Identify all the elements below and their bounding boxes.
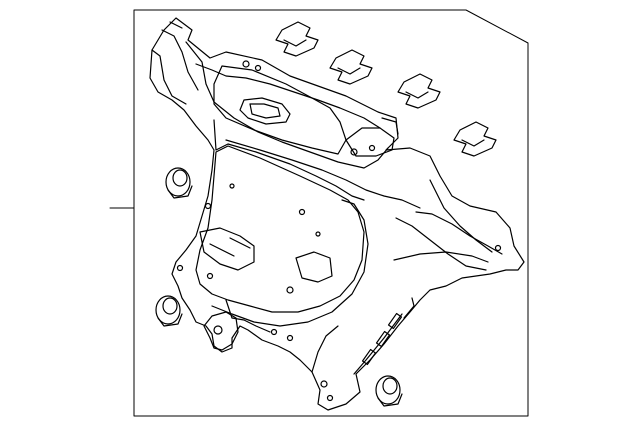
retaining-clip — [330, 50, 372, 84]
grommet — [166, 168, 192, 198]
panel-inner-cavity — [196, 146, 364, 312]
panel-outline — [150, 18, 524, 410]
diagram-frame — [134, 10, 528, 416]
lower-bracket-tab — [204, 312, 238, 350]
retaining-clip — [276, 22, 318, 56]
grommet — [156, 296, 182, 326]
quarter-panel-inner — [150, 18, 524, 410]
retaining-clip — [454, 122, 496, 156]
wheel-arch-edge — [212, 200, 368, 326]
grommet — [376, 376, 402, 406]
retaining-clip — [398, 74, 440, 108]
panel-top-flange — [186, 42, 388, 168]
